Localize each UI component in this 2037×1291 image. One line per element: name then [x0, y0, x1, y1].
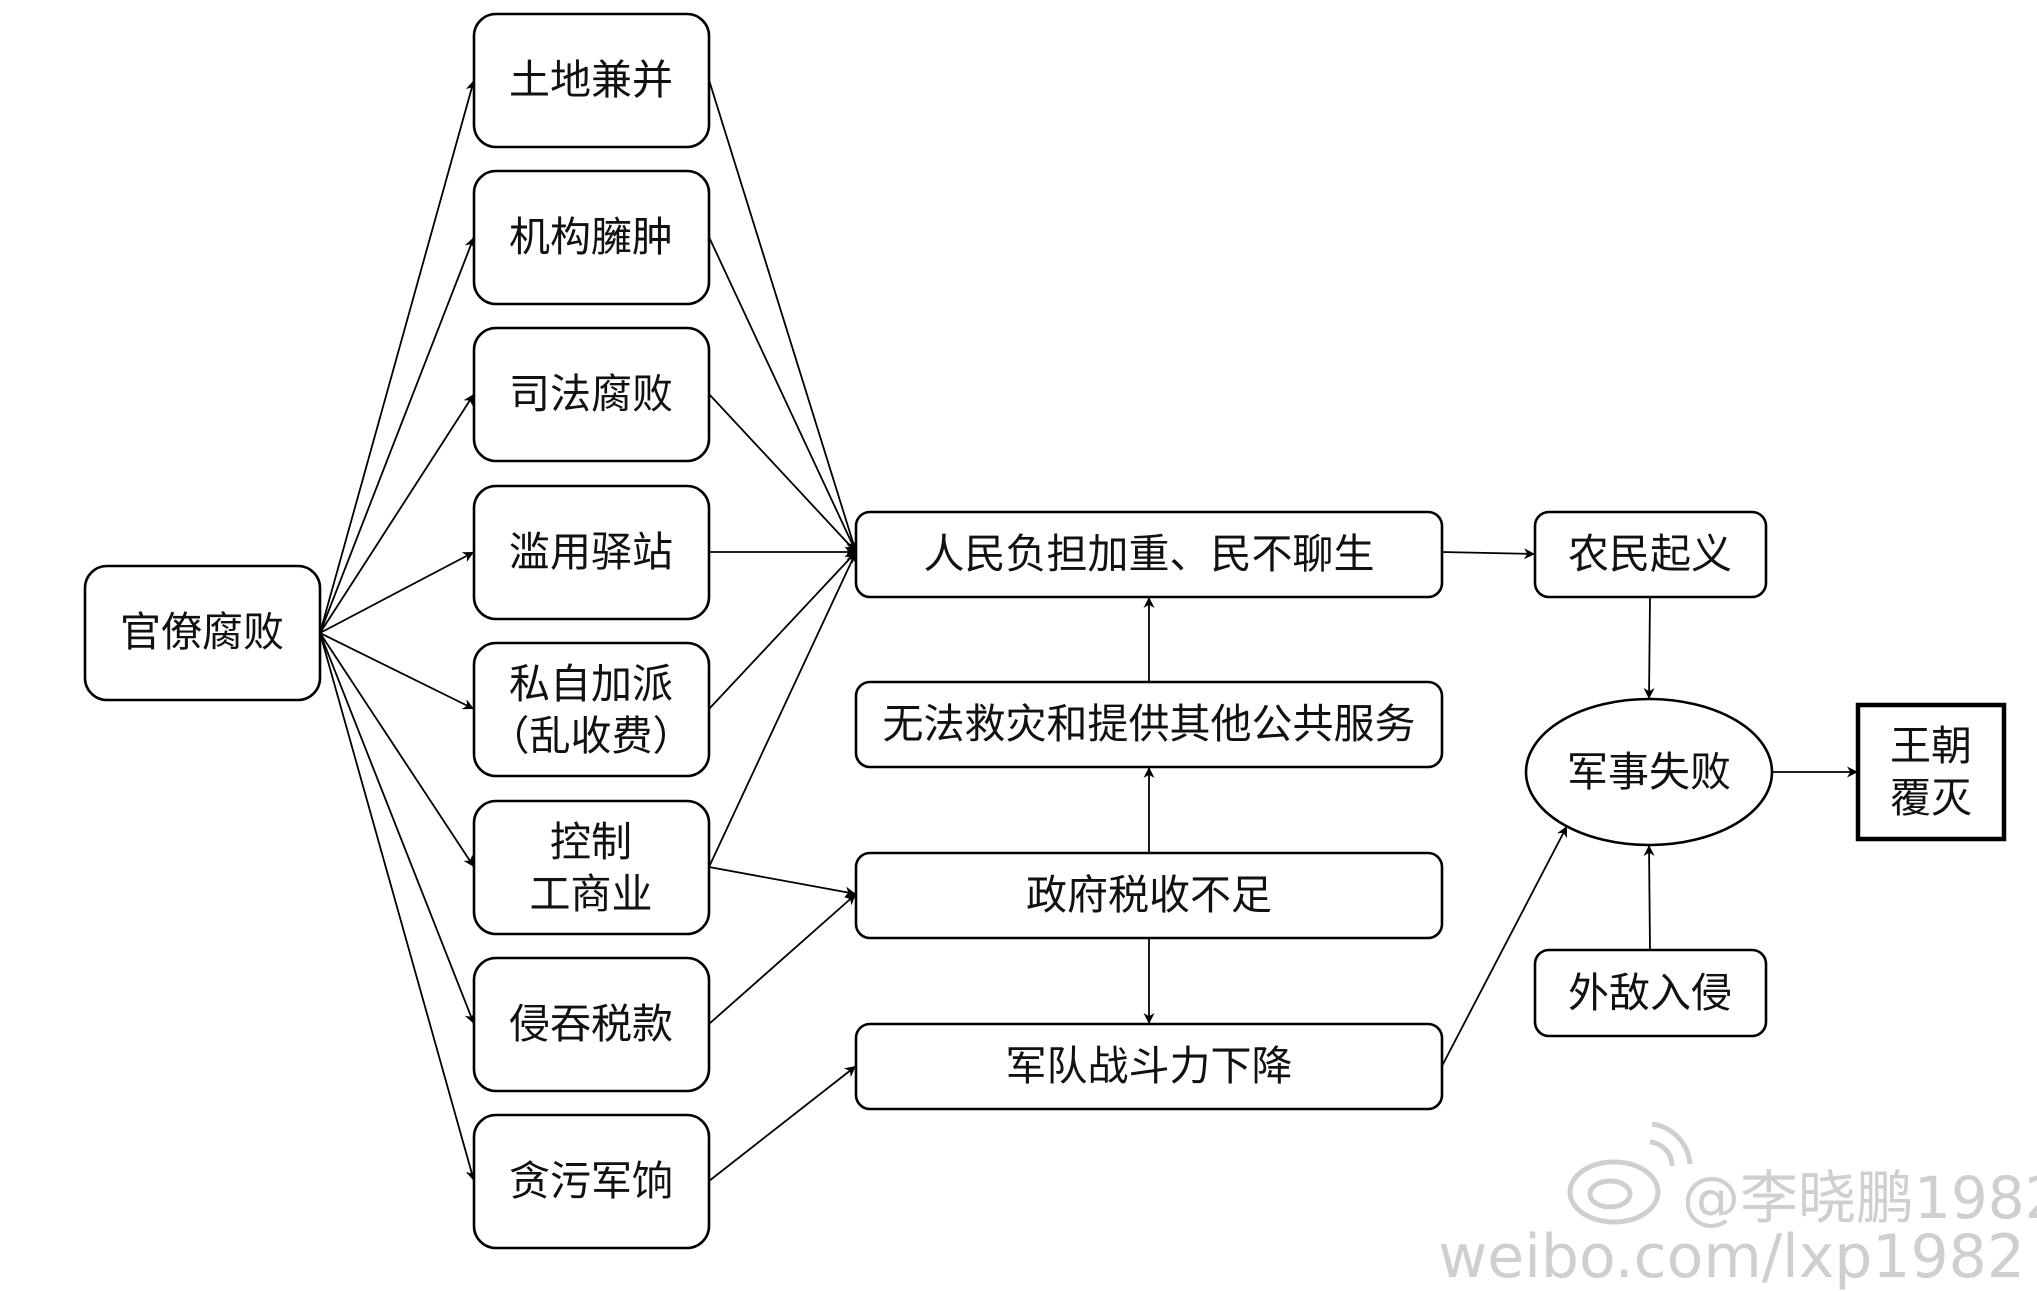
watermark: @李晓鹏1982 weibo.com/lxp1982	[1438, 1121, 2037, 1291]
node-cause-2: 机构臃肿	[472, 169, 711, 306]
node-dynasty-fall-label-line1: 王朝	[1890, 722, 1972, 770]
node-cause-2-label: 机构臃肿	[509, 213, 673, 261]
edge-root-to-c2	[319, 236, 476, 634]
edge-c5-to-burden	[708, 551, 857, 710]
edge-c6-to-tax-shortfall	[708, 866, 857, 898]
node-root-label: 官僚腐败	[120, 608, 284, 656]
node-cause-6-label-line2: 工商业	[530, 870, 653, 918]
edge-root-to-c3	[319, 393, 475, 634]
node-cause-8: 贪污军饷	[472, 1113, 711, 1250]
node-peasant-uprising: 农民起义	[1533, 510, 1768, 599]
node-military-decline-label: 军队战斗力下降	[1006, 1042, 1293, 1090]
node-cause-3-label: 司法腐败	[509, 370, 673, 418]
edge-root-to-c5	[319, 632, 475, 710]
edges	[319, 79, 1858, 1182]
edge-military-decline-to-military-defeat	[1441, 825, 1568, 1067]
node-tax-shortfall-label: 政府税收不足	[1026, 871, 1272, 919]
watermark-handle: @李晓鹏1982	[1682, 1164, 2037, 1232]
weibo-logo-icon	[1567, 1121, 1693, 1225]
node-root: 官僚腐败	[83, 564, 322, 702]
node-military-defeat-label: 军事失败	[1567, 748, 1731, 796]
node-cause-4: 滥用驿站	[472, 484, 711, 621]
node-burden: 人民负担加重、民不聊生	[854, 510, 1444, 599]
node-cause-5-label-line2: （乱收费）	[489, 712, 694, 760]
edge-c7-to-tax-shortfall	[708, 893, 857, 1025]
watermark-url: weibo.com/lxp1982	[1438, 1222, 2025, 1291]
node-military-defeat: 军事失败	[1524, 697, 1774, 847]
node-tax-shortfall: 政府税收不足	[854, 851, 1444, 940]
node-dynasty-fall-label-line2: 覆灭	[1890, 774, 1972, 822]
node-burden-label: 人民负担加重、民不聊生	[924, 530, 1375, 578]
edge-root-to-c6	[319, 632, 475, 868]
edge-c8-to-military-decline	[708, 1065, 857, 1182]
edge-c3-to-burden	[708, 393, 857, 553]
node-cause-1: 土地兼并	[472, 12, 711, 149]
node-foreign-invasion: 外敌入侵	[1533, 948, 1768, 1038]
edge-burden-to-peasant-uprising	[1441, 548, 1536, 560]
node-cause-7: 侵吞税款	[472, 956, 711, 1093]
node-cause-5-label-line1: 私自加派	[509, 660, 673, 708]
edge-root-to-c1	[319, 79, 477, 634]
node-cause-3: 司法腐败	[472, 326, 711, 463]
node-cause-8-label: 贪污军饷	[509, 1157, 673, 1205]
edge-c6-to-burden	[708, 551, 857, 868]
edge-root-to-c7	[319, 632, 476, 1025]
node-no-relief: 无法救灾和提供其他公共服务	[854, 680, 1444, 769]
node-dynasty-fall: 王朝 覆灭	[1855, 702, 2007, 842]
node-cause-7-label: 侵吞税款	[509, 1000, 673, 1048]
node-cause-1-label: 土地兼并	[509, 56, 673, 104]
edge-c2-to-burden	[708, 236, 857, 553]
edge-root-to-c4	[319, 551, 475, 634]
node-cause-6: 控制 工商业	[472, 799, 711, 936]
node-foreign-invasion-label: 外敌入侵	[1568, 969, 1732, 1017]
edge-peasant-uprising-to-military-defeat	[1643, 596, 1655, 700]
edge-foreign-invasion-to-military-defeat	[1643, 844, 1655, 951]
node-peasant-uprising-label: 农民起义	[1568, 530, 1732, 578]
edge-c1-to-burden	[708, 79, 858, 553]
node-no-relief-label: 无法救灾和提供其他公共服务	[883, 700, 1416, 748]
edge-root-to-c8	[319, 632, 477, 1182]
node-cause-4-label: 滥用驿站	[509, 528, 673, 576]
node-military-decline: 军队战斗力下降	[854, 1022, 1444, 1111]
node-cause-5: 私自加派 （乱收费）	[472, 641, 711, 778]
node-cause-6-label-line1: 控制	[550, 818, 632, 866]
